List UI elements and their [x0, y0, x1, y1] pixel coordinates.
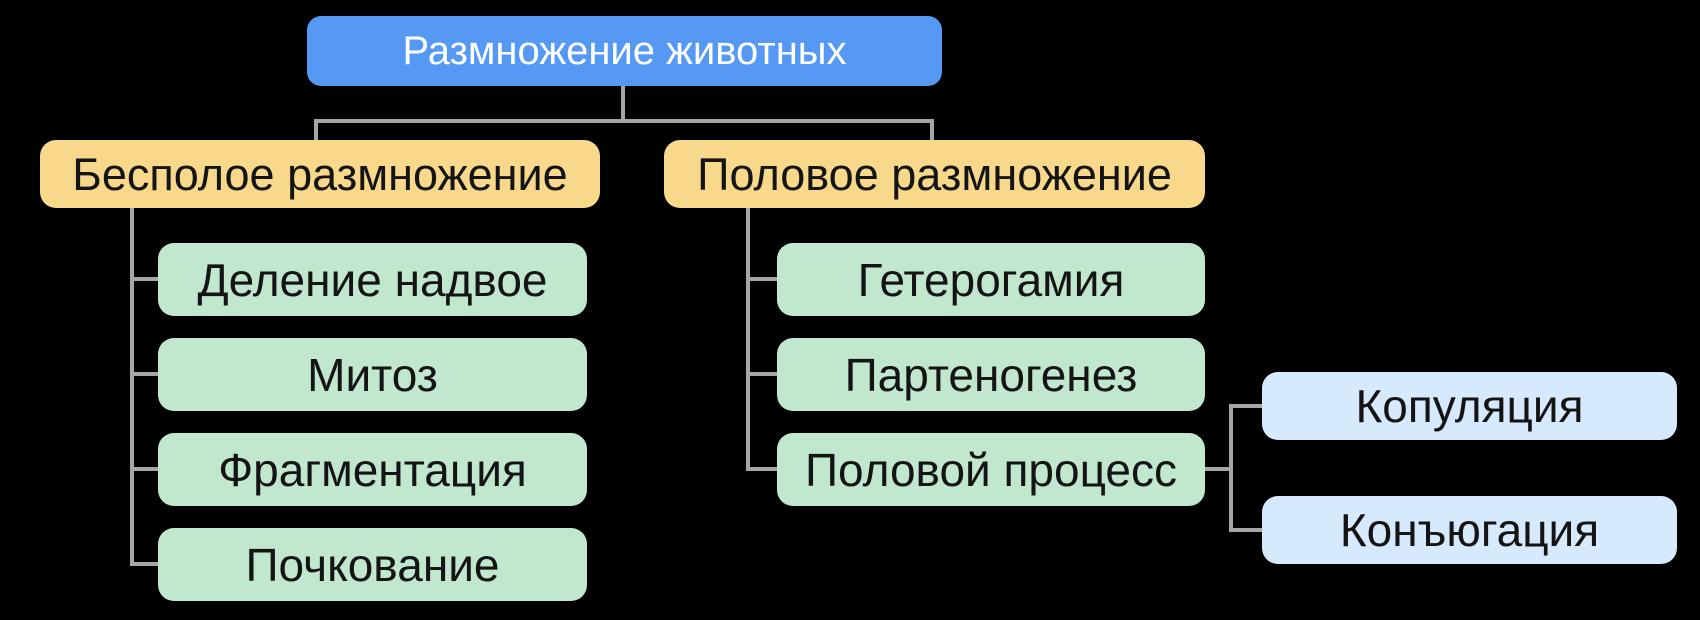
branch-asexual-reproduction: Бесполое размножение: [40, 140, 600, 208]
root-node-animal-reproduction: Размножение животных: [307, 16, 942, 86]
connector-line: [1229, 404, 1233, 532]
leaf-mitosis: Митоз: [158, 338, 587, 411]
connector-line: [746, 467, 777, 471]
connector-line: [1229, 404, 1262, 408]
connector-line: [130, 562, 158, 566]
connector-line: [930, 119, 934, 142]
connector-line: [130, 277, 158, 281]
connector-line: [130, 208, 134, 566]
connector-line: [130, 372, 158, 376]
connector-line: [314, 119, 318, 142]
connector-line: [314, 119, 934, 123]
leaf-heterogamy: Гетерогамия: [777, 243, 1205, 316]
subleaf-conjugation: Конъюгация: [1262, 496, 1677, 564]
leaf-binary-fission: Деление надвое: [158, 243, 587, 316]
leaf-fragmentation: Фрагментация: [158, 433, 587, 506]
connector-line: [621, 86, 625, 121]
subleaf-copulation: Копуляция: [1262, 372, 1677, 440]
connector-line: [746, 208, 750, 471]
leaf-budding: Почкование: [158, 528, 587, 601]
branch-sexual-reproduction: Половое размножение: [664, 140, 1205, 208]
connector-line: [746, 372, 777, 376]
leaf-sexual-process: Половой процесс: [777, 433, 1205, 506]
connector-line: [130, 467, 158, 471]
leaf-parthenogenesis: Партеногенез: [777, 338, 1205, 411]
connector-line: [746, 277, 777, 281]
connector-line: [1205, 467, 1231, 471]
connector-line: [1229, 528, 1262, 532]
